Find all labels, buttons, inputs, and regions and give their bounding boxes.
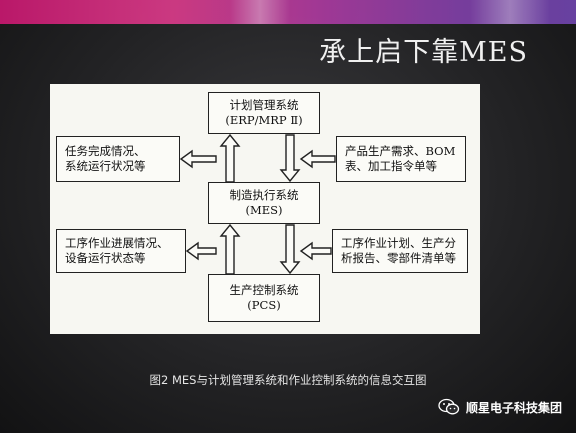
- wechat-icon: [438, 398, 460, 415]
- product-demand-box: 产品生产需求、BOM 表、加工指令单等: [336, 136, 466, 182]
- down-arrow-planning-to-mes: [279, 134, 301, 183]
- right-arrow-upper: [299, 149, 336, 169]
- task-status-box: 任务完成情况、 系统运行状况等: [56, 136, 180, 182]
- left-arrow-lower: [185, 241, 217, 261]
- watermark: 顺星电子科技集团: [438, 398, 562, 416]
- up-arrow-pcs-to-mes: [219, 223, 241, 275]
- process-plan-box: 工序作业计划、生产分 析报告、零部件清单等: [332, 229, 468, 273]
- figure-caption: 图2 MES与计划管理系统和作业控制系统的信息交互图: [149, 373, 427, 387]
- watermark-text: 顺星电子科技集团: [465, 400, 562, 415]
- process-progress-box: 工序作业进展情况、 设备运行状态等: [56, 229, 186, 273]
- top-banner: [0, 0, 576, 24]
- production-control-box: 生产控制系统 (PCS): [208, 274, 320, 322]
- down-arrow-mes-to-pcs: [279, 224, 301, 275]
- left-arrow-upper: [179, 149, 217, 169]
- planning-system-box: 计划管理系统 (ERP/MRP Ⅱ): [208, 92, 320, 134]
- diagram-arrows: [179, 133, 336, 275]
- mes-diagram: 计划管理系统 (ERP/MRP Ⅱ) 制造执行系统 (MES) 生产控制系统 (…: [50, 84, 480, 334]
- right-arrow-lower: [299, 241, 332, 261]
- slide-title: 承上启下靠MES: [319, 37, 528, 68]
- up-arrow-mes-to-planning: [219, 133, 241, 183]
- mes-box: 制造执行系统 (MES): [208, 182, 320, 224]
